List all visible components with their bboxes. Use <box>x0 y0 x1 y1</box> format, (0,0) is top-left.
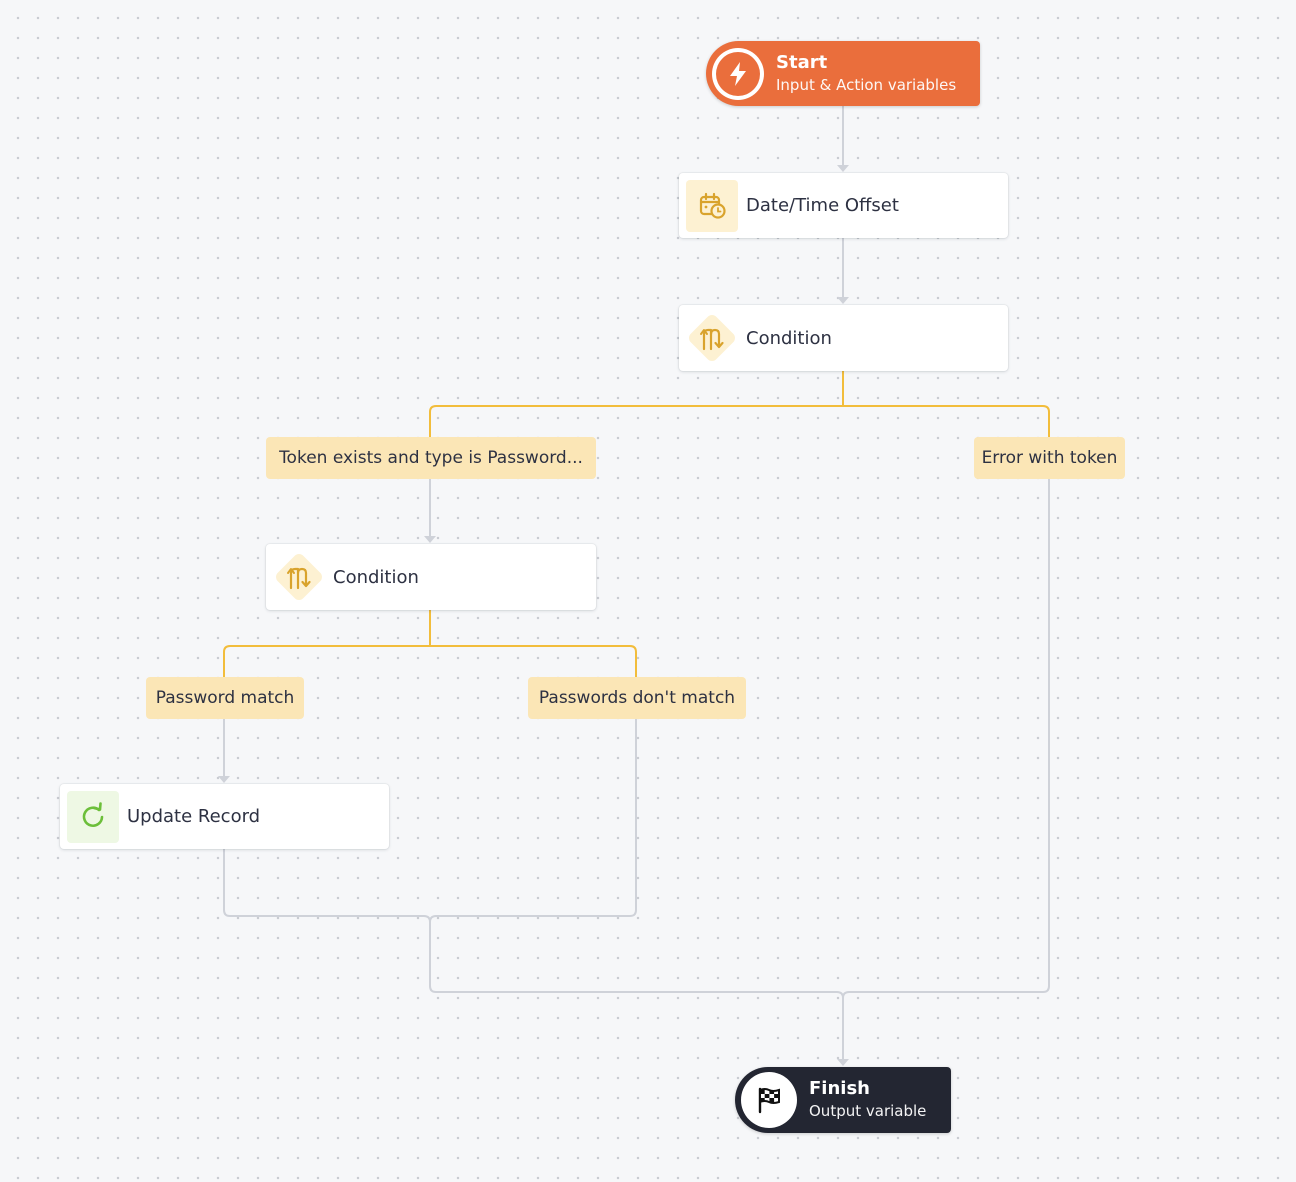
refresh-icon <box>67 790 119 843</box>
datetime-offset-label: Date/Time Offset <box>746 195 899 216</box>
branch-line-condition1 <box>429 371 1050 437</box>
condition-label-1: Condition <box>746 327 832 349</box>
finish-title: Finish <box>809 1078 870 1099</box>
branch-line-condition2 <box>223 610 637 677</box>
condition-label-2: Condition <box>333 566 419 588</box>
arrow-head <box>424 536 436 543</box>
arrow-head <box>837 165 849 172</box>
edge-update-merge <box>223 849 844 1060</box>
checkered-flag-icon <box>741 1072 797 1128</box>
datetime-offset-node[interactable]: Date/Time Offset <box>679 173 1008 238</box>
branch-label-error-with-token[interactable]: Error with token <box>974 437 1125 479</box>
start-node[interactable]: Start Input & Action variables <box>706 41 980 106</box>
branch-label-token-exists[interactable]: Token exists and type is Password... <box>266 437 596 479</box>
arrow-head <box>218 776 230 783</box>
condition-node-1[interactable]: Condition <box>679 305 1008 371</box>
edge-error-merge <box>842 479 1050 999</box>
start-title: Start <box>776 51 828 73</box>
edge-nomatch-merge <box>429 718 637 923</box>
update-record-node[interactable]: Update Record <box>60 784 389 849</box>
finish-subtitle: Output variable <box>809 1102 927 1120</box>
update-record-label: Update Record <box>127 806 261 827</box>
arrow-head <box>837 297 849 304</box>
condition-node-2[interactable]: Condition <box>266 544 596 610</box>
condition-split-icon <box>273 551 325 603</box>
branch-label-password-match[interactable]: Password match <box>146 677 304 719</box>
condition-split-icon <box>686 312 738 364</box>
start-subtitle: Input & Action variables <box>776 75 957 94</box>
finish-node[interactable]: Finish Output variable <box>735 1067 951 1133</box>
lightning-icon <box>712 47 764 100</box>
branch-label-passwords-dont-match[interactable]: Passwords don't match <box>528 677 746 719</box>
arrow-head <box>837 1059 849 1066</box>
calendar-clock-icon <box>686 179 738 232</box>
